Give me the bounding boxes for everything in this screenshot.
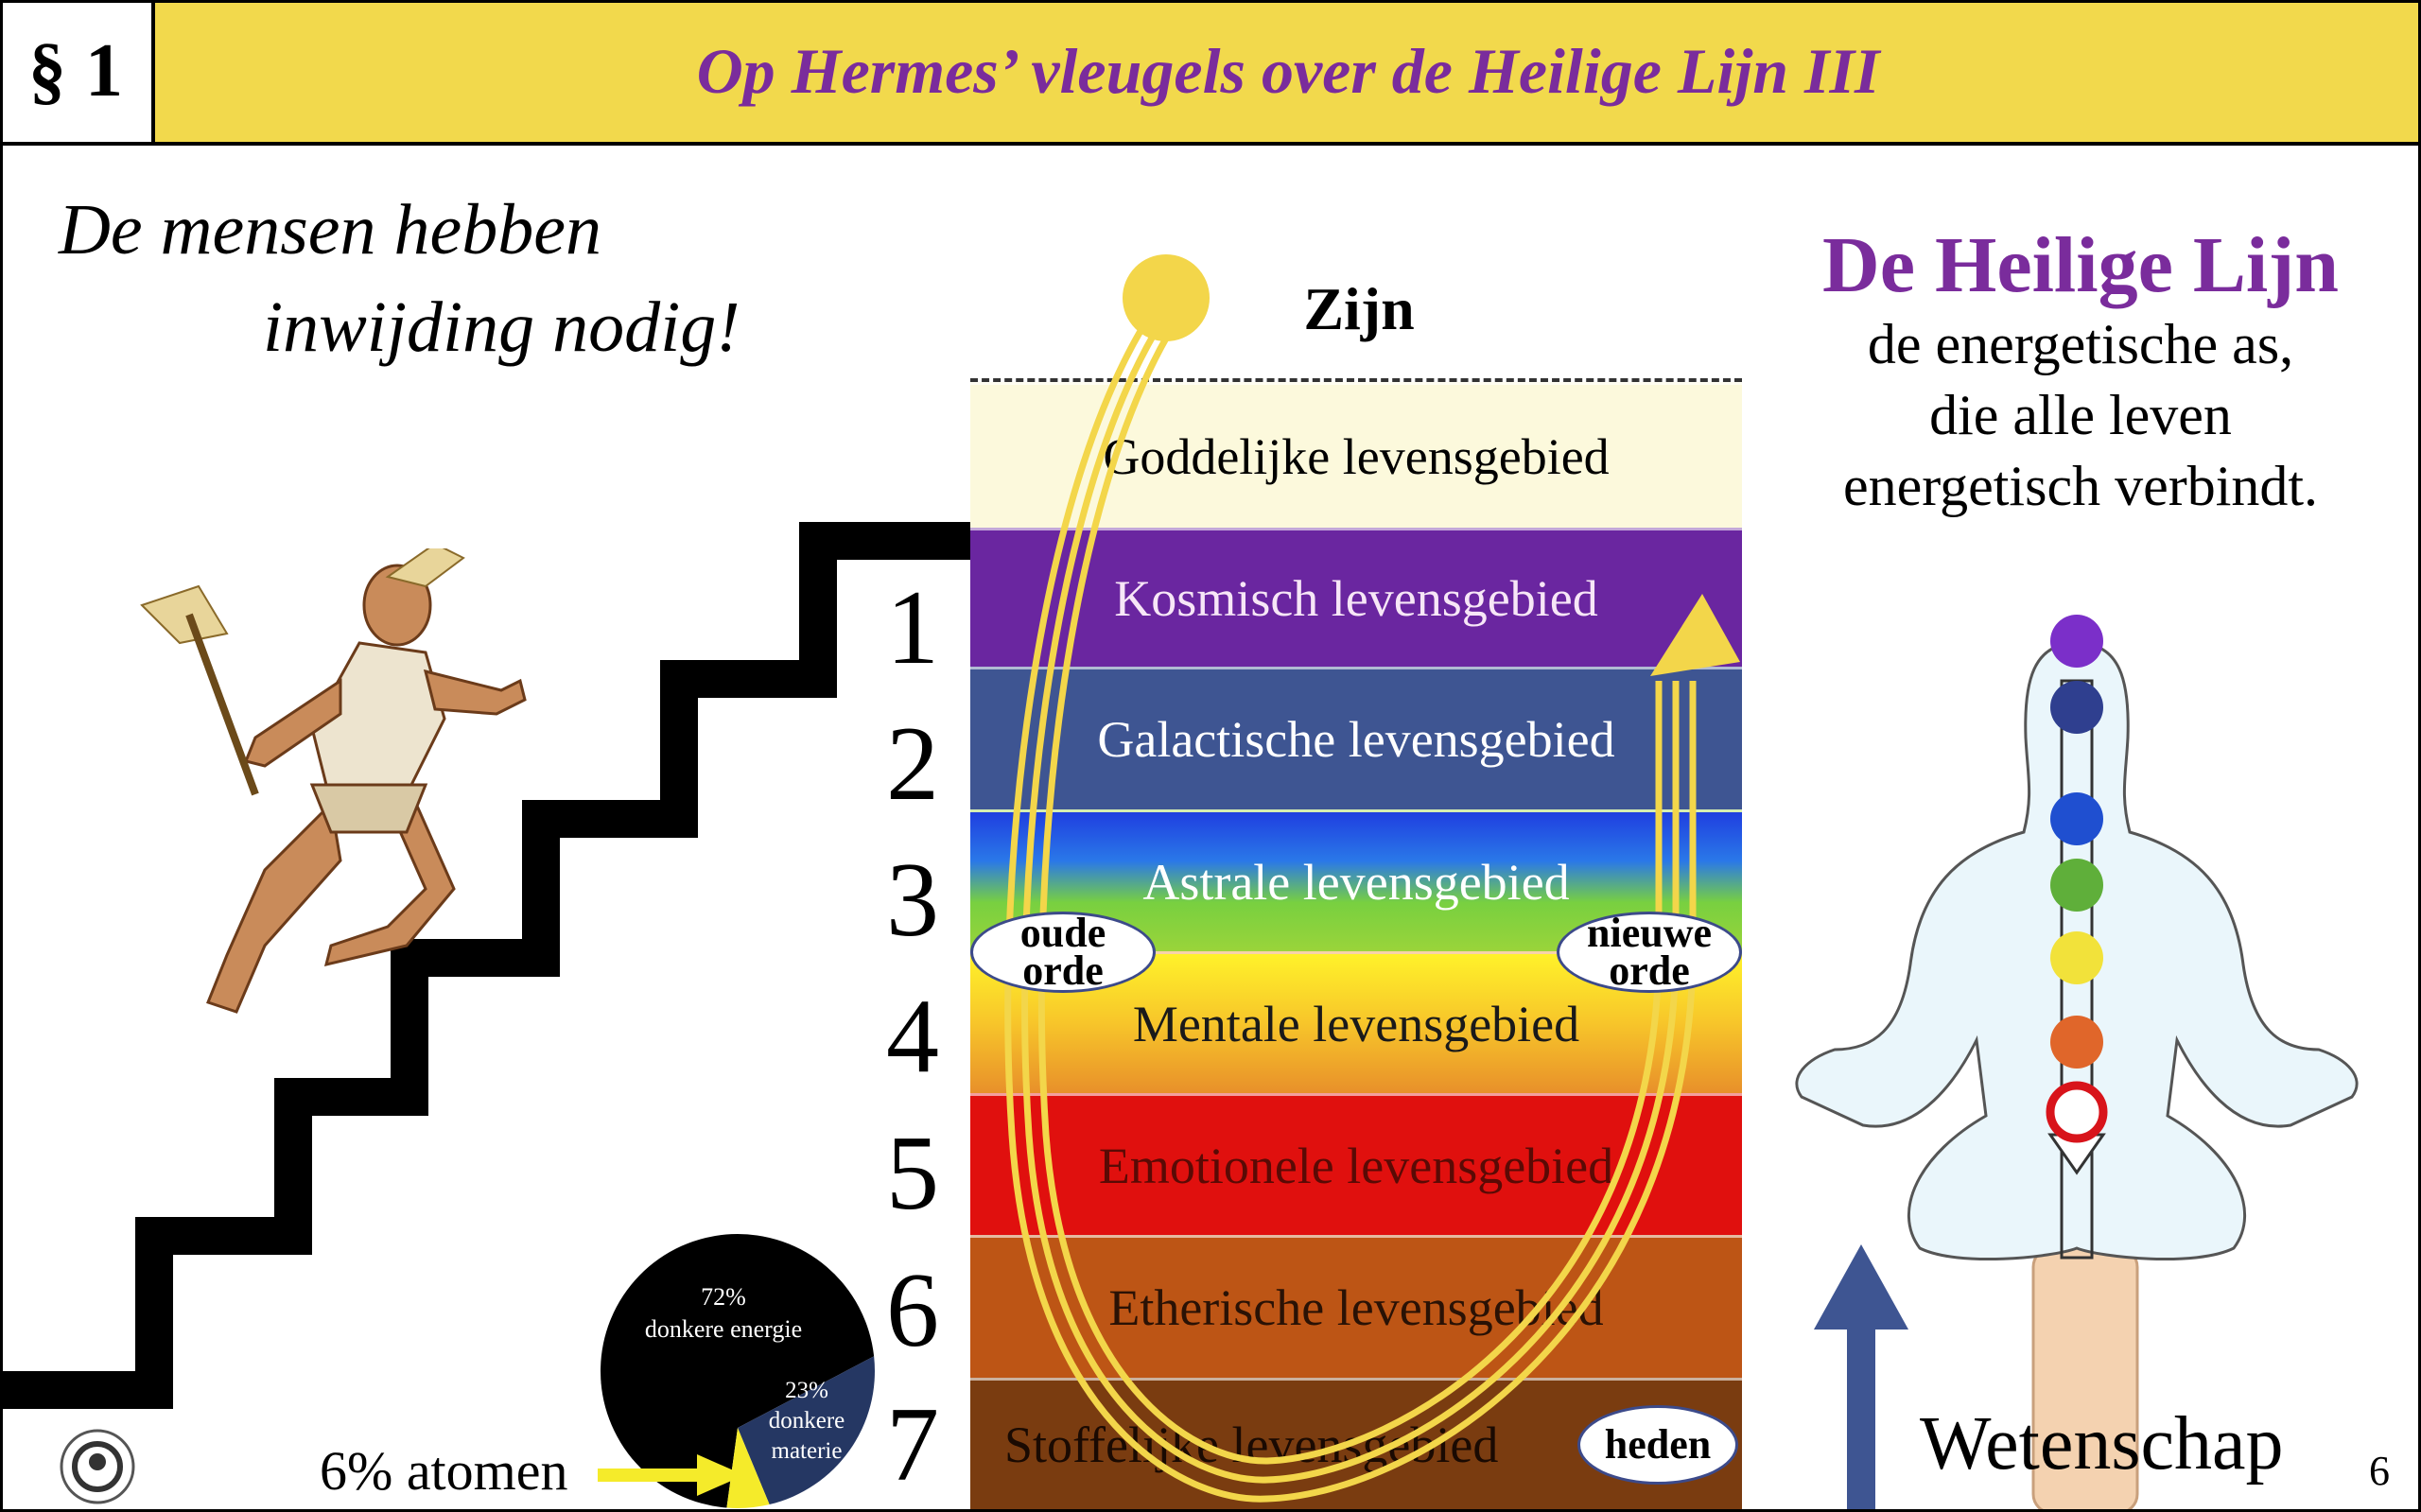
oval-old-order: oude orde — [970, 912, 1156, 993]
level-number: 2 — [886, 705, 939, 823]
pie-label-energy: donkere energie — [645, 1315, 802, 1343]
slide-title: Op Hermes’ vleugels over de Heilige Lijn… — [696, 34, 1880, 107]
oval-now-text: heden — [1604, 1421, 1712, 1469]
level-number: 5 — [886, 1115, 939, 1232]
holy-line-desc-2: die alle leven — [1929, 384, 2232, 446]
slogan-line-1: De mensen hebben — [59, 190, 602, 269]
staircase — [0, 522, 974, 1409]
section-number-text: § 1 — [28, 28, 123, 113]
page-number: 6 — [2369, 1448, 2390, 1494]
section-number: § 1 — [0, 0, 155, 146]
chakra-circle — [2050, 681, 2103, 734]
slogan-line-2: inwijding nodig! — [263, 287, 740, 367]
universe-pie-chart: 72% donkere energie 23% donkere materie — [601, 1234, 875, 1508]
pie-label-energy-pct: 72% — [701, 1283, 746, 1311]
holy-line-desc-3: energetisch verbindt. — [1842, 455, 2319, 517]
level-number: 1 — [886, 569, 939, 686]
top-label-zijn: Zijn — [1303, 275, 1415, 342]
chakra-circle — [2050, 859, 2103, 912]
life-zone-label: Galactische levensgebied — [1097, 711, 1615, 768]
logo-icon — [60, 1429, 135, 1504]
level-number: 7 — [886, 1386, 939, 1503]
pie-slice — [601, 1234, 875, 1508]
pie-label-matter-2: materie — [772, 1438, 843, 1464]
chakra-circle — [2050, 1016, 2103, 1069]
life-zone-label: Etherische levensgebied — [1108, 1279, 1604, 1336]
life-zone-label: Kosmisch levensgebied — [1114, 570, 1598, 627]
sun-circle — [1123, 254, 1210, 341]
life-zone-label: Goddelijke levensgebied — [1103, 427, 1610, 485]
staircase-steps — [0, 522, 974, 1409]
pie-slice — [738, 1356, 875, 1505]
pie-slice — [726, 1428, 770, 1508]
oval-now: heden — [1577, 1405, 1738, 1485]
meditating-figure — [1795, 615, 2359, 1512]
life-zone-label: Mentale levensgebied — [1132, 995, 1580, 1052]
atoms-arrow-icon — [598, 1454, 744, 1496]
oval-old-order-text: oude orde — [1019, 910, 1106, 994]
life-zone-label: Astrale levensgebied — [1142, 853, 1570, 911]
pie-label-matter-pct: 23% — [785, 1378, 828, 1403]
chakra-circle — [2046, 1081, 2108, 1143]
life-zone-label: Stoffelijke levensgebied — [1004, 1416, 1499, 1473]
chakra-circle — [2050, 615, 2103, 668]
oval-new-order-text: nieuwe orde — [1587, 910, 1712, 994]
science-arrow-icon — [1814, 1244, 1908, 1512]
chakra-circle — [2050, 792, 2103, 845]
science-label: Wetenschap — [1920, 1402, 2284, 1486]
hermes-figure — [140, 548, 527, 1014]
oval-new-order: nieuwe orde — [1557, 912, 1742, 993]
holy-line-title: De Heilige Lijn — [1822, 221, 2339, 309]
life-zone-band: Galactische levensgebied — [970, 667, 1742, 809]
level-number: 4 — [886, 978, 939, 1095]
level-number: 6 — [886, 1252, 939, 1369]
life-zone-band: Etherische levensgebied — [970, 1235, 1742, 1378]
level-number: 3 — [886, 842, 939, 959]
life-zone-label: Emotionele levensgebied — [1098, 1137, 1614, 1194]
life-zone-band: Kosmisch levensgebied — [970, 528, 1742, 667]
chakra-circle — [2050, 931, 2103, 984]
holy-line-desc-1: de energetische as, — [1867, 313, 2294, 375]
atoms-label: 6% atomen — [320, 1440, 568, 1502]
pie-label-matter-1: donkere — [769, 1408, 845, 1434]
life-zone-band: Goddelijke levensgebied — [970, 382, 1742, 528]
life-zone-band: Emotionele levensgebied — [970, 1093, 1742, 1235]
title-bar: Op Hermes’ vleugels over de Heilige Lijn… — [155, 0, 2421, 146]
